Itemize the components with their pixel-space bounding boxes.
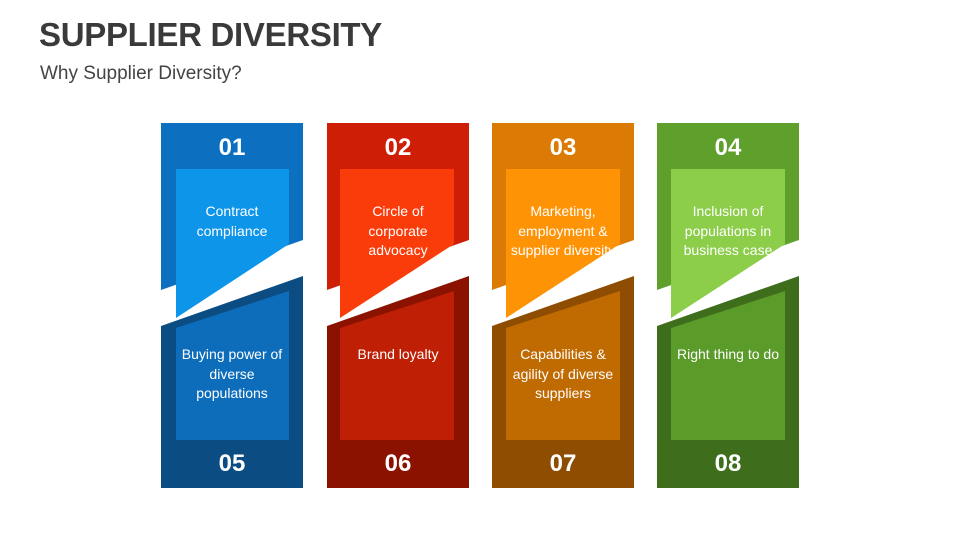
item-number-07: 07 — [549, 450, 577, 477]
item-label-buying-power: Buying power of diverse populations — [181, 346, 283, 401]
item-number-03: 03 — [549, 134, 577, 161]
column-4: 04 Inclusion of populations in business … — [657, 123, 799, 488]
item-label-right-thing-to-do: Right thing to do — [677, 346, 779, 362]
column-1-background — [161, 123, 303, 488]
column-2-background — [327, 123, 469, 488]
item-label-circle-of-corporate-advocacy: Circle of corporate advocacy — [368, 203, 428, 258]
page-subtitle: Why Supplier Diversity? — [40, 63, 242, 84]
item-number-08: 08 — [714, 450, 742, 477]
column-3-background — [492, 123, 634, 488]
item-number-02: 02 — [384, 134, 412, 161]
item-number-05: 05 — [218, 450, 246, 477]
column-2: 02 Circle of corporate advocacy Brand lo… — [327, 123, 469, 488]
item-label-contract-compliance: Contract compliance — [196, 203, 268, 239]
column-4-background — [657, 123, 799, 488]
item-number-01: 01 — [218, 134, 246, 161]
item-number-06: 06 — [384, 450, 412, 477]
item-number-04: 04 — [714, 134, 742, 161]
column-1: 01 Contract compliance Buying power of d… — [161, 123, 303, 488]
item-label-brand-loyalty: Brand loyalty — [357, 346, 439, 362]
item-label-marketing-employment: Marketing, employment & supplier diversi… — [510, 203, 616, 258]
column-3: 03 Marketing, employment & supplier dive… — [492, 123, 634, 488]
page-title: SUPPLIER DIVERSITY — [39, 16, 383, 53]
item-label-inclusion-of-populations: Inclusion of populations in business cas… — [683, 203, 773, 258]
item-label-capabilities-agility: Capabilities & agility of diverse suppli… — [512, 346, 614, 401]
